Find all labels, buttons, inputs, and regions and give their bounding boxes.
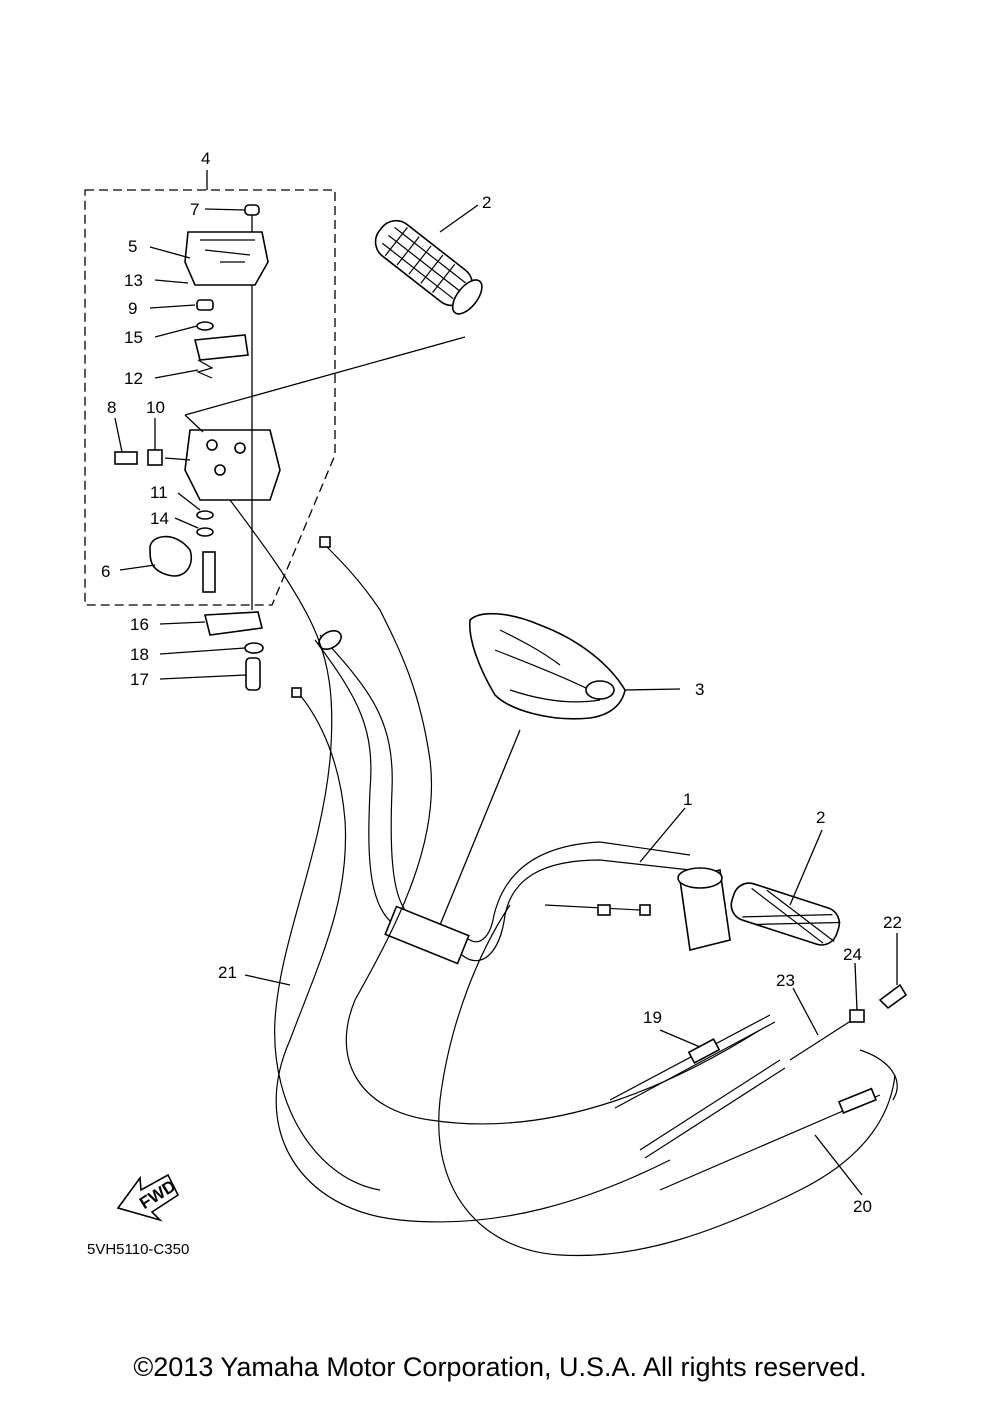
callout-2-top: 2 bbox=[482, 193, 491, 212]
grip-top bbox=[374, 219, 483, 315]
callout-10: 10 bbox=[146, 398, 165, 417]
callout-24: 24 bbox=[843, 945, 862, 964]
callout-7: 7 bbox=[190, 200, 199, 219]
callout-18: 18 bbox=[130, 645, 149, 664]
callout-19: 19 bbox=[643, 1008, 662, 1027]
assembly-box-dashed bbox=[84, 189, 336, 606]
grip-right bbox=[677, 867, 841, 951]
callout-5: 5 bbox=[128, 237, 137, 256]
callout-16: 16 bbox=[130, 615, 149, 634]
callout-13: 13 bbox=[124, 271, 143, 290]
diagram-code: 5VH5110-C350 bbox=[87, 1241, 189, 1258]
callout-9: 9 bbox=[128, 299, 137, 318]
callout-22: 22 bbox=[883, 913, 902, 932]
fwd-arrow: FWD bbox=[116, 1173, 179, 1222]
callout-2-right: 2 bbox=[816, 808, 825, 827]
callout-4: 4 bbox=[201, 149, 210, 168]
callout-20: 20 bbox=[853, 1197, 872, 1216]
callout-17: 17 bbox=[130, 670, 149, 689]
callout-23: 23 bbox=[776, 971, 795, 990]
callout-21: 21 bbox=[218, 963, 237, 982]
callout-11: 11 bbox=[150, 483, 168, 502]
handlebar-pad bbox=[469, 612, 626, 720]
leader-lines bbox=[114, 204, 898, 1196]
copyright-notice: ©2013 Yamaha Motor Corporation, U.S.A. A… bbox=[133, 1352, 867, 1382]
cables bbox=[229, 499, 908, 1257]
callout-1: 1 bbox=[683, 790, 692, 809]
callout-6: 6 bbox=[101, 562, 110, 581]
handlebar bbox=[314, 630, 691, 965]
callout-12: 12 bbox=[124, 369, 143, 388]
callout-15: 15 bbox=[124, 328, 143, 347]
callout-3: 3 bbox=[695, 680, 704, 699]
switch-housing bbox=[114, 204, 281, 691]
callout-14: 14 bbox=[150, 509, 169, 528]
callout-8: 8 bbox=[107, 398, 116, 417]
